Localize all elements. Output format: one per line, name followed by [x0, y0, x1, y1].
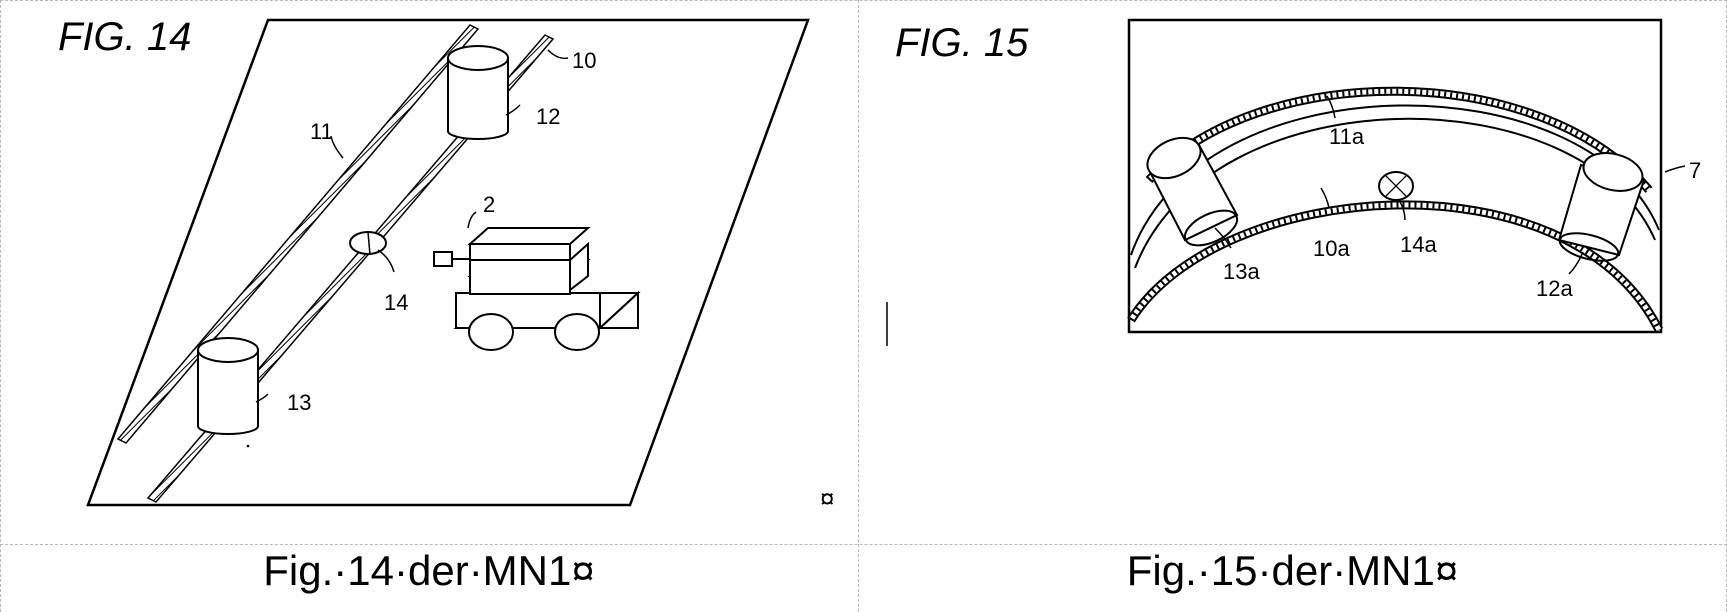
figure-15-caption: Fig.·15·der·MN1¤: [1126, 547, 1459, 594]
figure-14-drawing: FIG. 14 10: [0, 0, 858, 544]
label-13: 13: [287, 390, 311, 415]
label-14: 14: [384, 290, 408, 315]
label-12a: 12a: [1536, 276, 1573, 301]
figure-14-title: FIG. 14: [58, 15, 191, 59]
marker-13a-cylinder: [1146, 136, 1239, 247]
figure-15-drawing: FIG. 15 7 11a 10a 14a 13a 12a: [859, 0, 1726, 544]
label-2: 2: [483, 192, 495, 217]
vehicle-2: [433, 227, 641, 351]
figure-14-caption: Fig.·14·der·MN1¤: [263, 547, 595, 594]
label-14a: 14a: [1400, 232, 1437, 257]
rail-11: [116, 24, 480, 444]
marker-13-cylinder: [197, 337, 259, 435]
table-row-divider: [0, 544, 1727, 545]
label-11: 11: [310, 119, 333, 144]
table-border-middle: [858, 0, 859, 612]
end-of-cell-mark: ¤: [820, 483, 835, 513]
table-border-top: [0, 0, 1727, 1]
figure-15-title: FIG. 15: [895, 21, 1029, 65]
label-7: 7: [1689, 158, 1701, 183]
label-10a: 10a: [1313, 236, 1350, 261]
table-border-left: [0, 0, 1, 612]
tunnel-frame: [1127, 18, 1663, 334]
label-12: 12: [536, 104, 560, 129]
label-10: 10: [572, 48, 596, 73]
label-13a: 13a: [1223, 259, 1260, 284]
marker-12a-cylinder: [1557, 152, 1646, 262]
floor-plane: [86, 18, 810, 507]
label-11a: 11a: [1329, 124, 1365, 149]
marker-12-cylinder: [447, 45, 509, 140]
